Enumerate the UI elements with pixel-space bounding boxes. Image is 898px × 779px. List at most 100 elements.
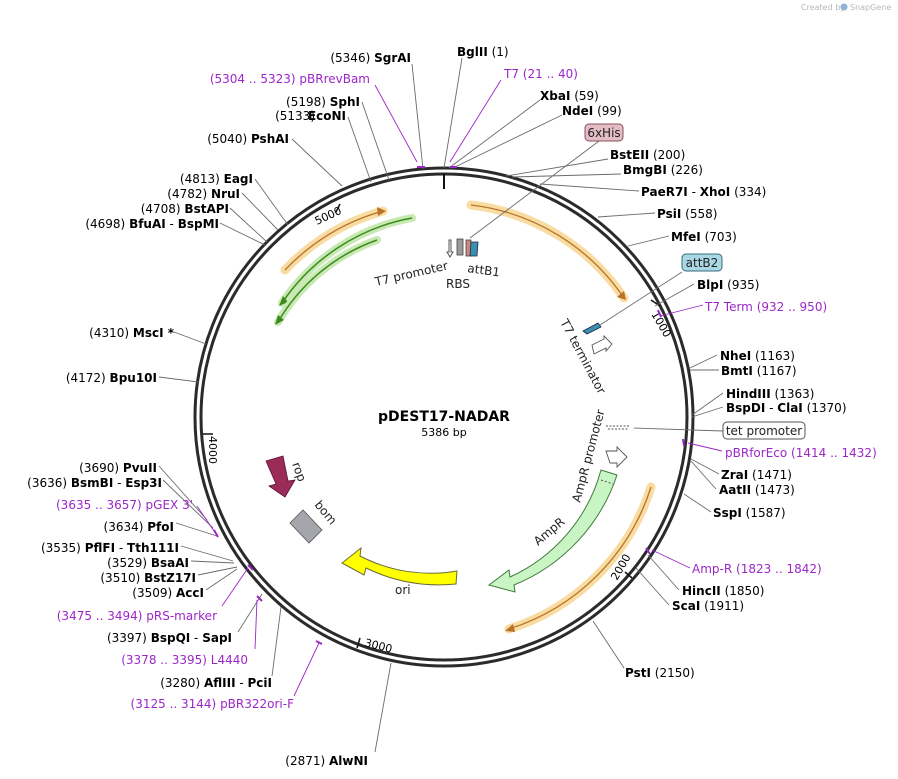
site-bpu10i[interactable]: (4172) Bpu10I [66, 371, 199, 385]
site-paer7i-xhoi[interactable]: PaeR7I - XhoI (334) [539, 183, 766, 199]
site-bsteii[interactable]: BstEII (200) [505, 148, 685, 177]
site-pvuii[interactable]: (3690) PvuII [79, 461, 208, 521]
site-bmgbi[interactable]: BmgBI (226) [511, 163, 703, 178]
feature-label-rbs: RBS [446, 277, 470, 291]
site-name-2: BspMI [178, 217, 219, 231]
site-sgrai[interactable]: (5346) SgrAI [330, 51, 424, 170]
rop-feature[interactable] [265, 455, 296, 498]
site-afliii-pcii[interactable]: (3280) AflIII - PciI [160, 606, 282, 690]
site-name: MscI * [133, 326, 175, 340]
site-zrai[interactable]: ZraI (1471) [690, 458, 792, 482]
site-pfoi[interactable]: (3634) PfoI [104, 520, 218, 537]
site-bfuai-bspmi[interactable]: (4698) BfuAI - BspMI [85, 217, 266, 246]
svg-text:(3535) PflFI - Tth111I: (3535) PflFI - Tth111I [41, 541, 179, 555]
primer-position: (3378 .. 3395) [121, 653, 207, 667]
site-acci[interactable]: (3509) AccI [132, 568, 238, 600]
rbs-marker[interactable] [456, 238, 464, 256]
ampr-feature[interactable] [487, 469, 618, 593]
attb2-box[interactable]: attB2 [599, 253, 723, 326]
svg-text:ZraI (1471): ZraI (1471) [721, 468, 792, 482]
site-eagi[interactable]: (4813) EagI [180, 172, 289, 226]
site-name: Bpu10I [110, 371, 157, 385]
ori-feature[interactable] [341, 546, 458, 586]
site-name: XbaI [540, 89, 570, 103]
primer-position: (932 .. 950) [757, 300, 827, 314]
orange-feature-right[interactable] [466, 200, 629, 303]
primer-t7-term[interactable]: T7 Term (932 .. 950) [657, 300, 827, 318]
site-aatii[interactable]: AatII (1473) [690, 460, 795, 497]
svg-text:T7 Term (932 .. 950): T7 Term (932 .. 950) [704, 300, 827, 314]
site-alwni[interactable]: (2871) AlwNI [285, 662, 392, 768]
svg-text:(3378 .. 3395) L4440: (3378 .. 3395) L4440 [121, 653, 248, 667]
attb1-marker[interactable] [469, 241, 479, 257]
site-psti[interactable]: PstI (2150) [592, 620, 695, 680]
site-name: SspI [713, 506, 742, 520]
primer-position: (5304 .. 5323) [210, 72, 296, 86]
green-feature-inner[interactable] [274, 236, 381, 326]
site-position: (2150) [655, 666, 695, 680]
site-name-2: ClaI [777, 401, 802, 415]
site-mfei[interactable]: MfeI (703) [627, 230, 737, 247]
primer-name: Amp-R [692, 562, 732, 576]
site-ndei[interactable]: NdeI (99) [452, 104, 622, 169]
site-nhei[interactable]: NheI (1163) [689, 349, 795, 369]
site-bsaai[interactable]: (3529) BsaAI [107, 556, 235, 570]
orange-feature-upper-left[interactable] [280, 206, 388, 275]
t7-promoter-arrow[interactable] [446, 239, 454, 258]
primer-prs-marker[interactable]: (3475 .. 3494) pRS-marker [57, 564, 254, 623]
primer-amp-r[interactable]: Amp-R (1823 .. 1842) [645, 547, 822, 576]
site-sphi[interactable]: (5198) SphI [286, 95, 390, 181]
site-bstz17i[interactable]: (3510) BstZ17I [100, 566, 238, 585]
svg-text:(5133): (5133) [275, 109, 315, 123]
site-bmti[interactable]: BmtI (1167) [690, 364, 797, 378]
site-position: (334) [734, 185, 766, 199]
svg-text:(4782) NruI: (4782) NruI [167, 187, 240, 201]
site-name: PshAI [251, 132, 289, 146]
site-msci[interactable]: (4310) MscI * [89, 326, 207, 345]
primer-pgex3[interactable]: (3635 .. 3657) pGEX 3' [56, 498, 219, 538]
t7-terminator-marker[interactable] [582, 322, 602, 335]
site-psii[interactable]: PsiI (558) [597, 207, 717, 221]
site-bglii[interactable]: BglII (1) [443, 45, 509, 169]
svg-text:NdeI (99): NdeI (99) [562, 104, 622, 118]
tet-promoter-box[interactable]: tet promoter [633, 421, 806, 440]
site-scai[interactable]: ScaI (1911) [635, 567, 744, 613]
site-name: EcoNI [308, 109, 346, 123]
site-nrui[interactable]: (4782) NruI [167, 187, 279, 231]
site-bstapi[interactable]: (4708) BstAPI [141, 202, 268, 243]
site-bsmbi-esp3i[interactable]: (3636) BsmBI - Esp3I [27, 476, 214, 529]
site-hincii[interactable]: HincII (1850) [647, 554, 764, 598]
ampr-promoter-arrow[interactable] [605, 445, 628, 469]
site-econi[interactable]: (5133) EcoNI [275, 109, 372, 183]
site-bspqi-sapi[interactable]: (3397) BspQI - SapI [107, 593, 263, 645]
orange-feature-lower-right[interactable] [504, 482, 656, 634]
primer-pbrforeco[interactable]: pBRforEco (1414 .. 1432) [682, 438, 877, 460]
primer-name: T7 [503, 67, 519, 81]
site-name: AatII [719, 483, 751, 497]
svg-text:T7 (21 .. 40): T7 (21 .. 40) [503, 67, 578, 81]
site-blpi[interactable]: BlpI (935) [654, 278, 759, 307]
site-position: (3397) [107, 631, 147, 645]
t7-terminator-arrow[interactable] [591, 334, 613, 355]
site-name: ScaI [672, 599, 700, 613]
site-pshai[interactable]: (5040) PshAI [207, 132, 343, 187]
primer-l4440[interactable]: (3378 .. 3395) L4440 [121, 595, 263, 667]
site-position: (200) [653, 148, 685, 162]
primer-pbr322ori-f[interactable]: (3125 .. 3144) pBR322ori-F [131, 640, 323, 711]
site-xbai[interactable]: XbaI (59) [448, 89, 599, 169]
primer-pbrrevbam[interactable]: (5304 .. 5323) pBRrevBam [210, 72, 425, 168]
credit-prefix: Created by [801, 3, 845, 12]
svg-text:BstEII (200): BstEII (200) [610, 148, 685, 162]
site-sspi[interactable]: SspI (1587) [683, 493, 786, 520]
site-name: NheI [720, 349, 751, 363]
site-position: (4310) [89, 326, 129, 340]
bom-feature[interactable] [289, 509, 323, 544]
site-name: PstI [625, 666, 651, 680]
green-feature-outer[interactable] [278, 214, 416, 307]
site-pflfi-tth111i[interactable]: (3535) PflFI - Tth111I [41, 541, 234, 562]
primer-t7[interactable]: T7 (21 .. 40) [449, 67, 578, 168]
site-position: (3280) [160, 676, 200, 690]
site-hindiii[interactable]: HindIII (1363) [691, 387, 814, 416]
site-bspdi-clai[interactable]: BspDI - ClaI (1370) [691, 401, 847, 418]
his-tag-box[interactable]: 6xHis [469, 123, 624, 239]
